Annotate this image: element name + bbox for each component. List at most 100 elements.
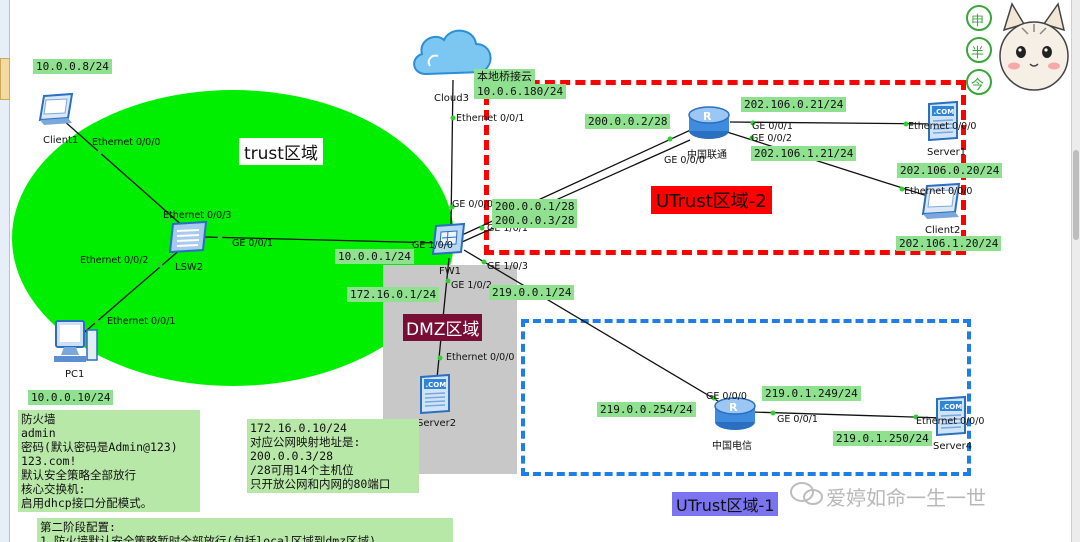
vertical-scrollbar[interactable] xyxy=(1071,0,1080,542)
server-badge-text: .COM xyxy=(934,108,955,116)
client2-device[interactable] xyxy=(919,182,963,224)
note-line: 只开放公网和内网的80端口 xyxy=(250,477,391,491)
ip-fw-cu1: 200.0.0.1/28 xyxy=(492,199,578,214)
pc1-device[interactable] xyxy=(50,318,100,370)
window-edge-tab[interactable] xyxy=(0,58,10,100)
note-line: 对应公网映射地址是: xyxy=(250,435,361,449)
ip-fw-trust: 10.0.0.1/24 xyxy=(335,249,414,264)
server1-device[interactable]: .COM xyxy=(926,99,962,145)
svg-text:R: R xyxy=(729,401,738,414)
port-label-fw-ge101: GE 1/0/1 xyxy=(487,223,528,234)
port-label-cu-ge000: GE 0/0/0 xyxy=(664,155,705,166)
port-dot xyxy=(415,239,421,245)
fw1-device[interactable] xyxy=(431,222,467,262)
scrollbar-thumb[interactable] xyxy=(1073,150,1079,240)
router-ct-device[interactable]: R xyxy=(713,392,757,438)
port-dot xyxy=(94,319,100,325)
router-icon: R xyxy=(714,397,756,430)
port-label-client1-eth: Ethernet 0/0/0 xyxy=(92,137,161,148)
port-label-lsw2-e003: Ethernet 0/0/3 xyxy=(163,210,232,221)
fw1-name: FW1 xyxy=(439,266,462,277)
mascot-sticker: 申 半 今 xyxy=(962,0,1070,108)
note-line: 密码(默认密码是Admin@123) xyxy=(21,440,178,454)
port-label-ct-ge000: GE 0/0/0 xyxy=(706,391,747,402)
port-label-cu-ge001: GE 0/0/1 xyxy=(752,121,793,132)
ip-client2: 202.106.1.20/24 xyxy=(896,236,1002,251)
port-label-server4-eth: Ethernet 0/0/0 xyxy=(916,416,985,427)
link-cloud3-fw1 xyxy=(450,79,454,226)
port-label-fw-ge100: GE 1/0/0 xyxy=(412,240,453,251)
client2-name: Client2 xyxy=(925,225,961,236)
router-cu-device[interactable]: R xyxy=(687,101,731,147)
port-label-lsw2-ge001: GE 0/0/1 xyxy=(232,238,273,249)
port-dot xyxy=(749,135,755,141)
router-icon: R xyxy=(688,106,730,139)
port-dot xyxy=(899,186,905,192)
mascot-char-1: 申 xyxy=(971,14,985,29)
port-dot xyxy=(165,217,171,223)
port-dot xyxy=(217,235,223,241)
server-icon: .COM xyxy=(936,395,966,437)
window-edge-strip xyxy=(0,0,10,542)
client1-name: Client1 xyxy=(43,135,79,146)
port-label-cloud-eth: Ethernet 0/0/1 xyxy=(456,113,525,124)
port-label-server2-eth: Ethernet 0/0/0 xyxy=(446,352,515,363)
note-line: 1.防火墙默认安全策略暂时全部放行(包括local区域到dmz区域) xyxy=(40,534,377,542)
ip-cloud: 10.0.6.180/24 xyxy=(474,84,567,99)
port-dot xyxy=(770,410,776,416)
ip-server4: 219.0.1.250/24 xyxy=(833,431,932,446)
cloud-icon xyxy=(413,29,492,76)
client-terminal-icon xyxy=(921,182,961,219)
client1-device[interactable] xyxy=(38,92,76,130)
wechat-logo-icon xyxy=(790,482,824,506)
stage2-note: 第二阶段配置:1.防火墙默认安全策略暂时全部放行(包括local区域到dmz区域… xyxy=(37,518,453,542)
lsw2-device[interactable] xyxy=(168,220,208,260)
server-badge-text: .COM xyxy=(426,381,447,389)
server4-device[interactable]: .COM xyxy=(934,394,970,440)
port-dot xyxy=(97,149,103,155)
port-dot xyxy=(711,395,717,401)
untrust1-zone-title: UTrust区域-1 xyxy=(672,492,779,516)
port-label-client2-eth: Ethernet 0/0/0 xyxy=(904,186,973,197)
server-icon: .COM xyxy=(928,100,958,142)
cloud3-device[interactable] xyxy=(408,22,498,86)
ip-cu-s1: 202.106.0.21/24 xyxy=(741,97,847,112)
port-dot xyxy=(437,355,443,361)
port-dot xyxy=(913,414,919,420)
port-label-cu-ge002: GE 0/0/2 xyxy=(751,133,792,144)
ip-pc1: 10.0.0.10/24 xyxy=(28,390,114,405)
ip-cu-c2: 202.106.1.21/24 xyxy=(751,146,857,161)
port-dot xyxy=(445,278,451,284)
port-label-lsw2-e002: Ethernet 0/0/2 xyxy=(80,255,149,266)
untrust2-zone-title: UTrust区域-2 xyxy=(651,186,772,214)
untrust1-zone-border xyxy=(521,319,971,476)
trust-zone-title: trust区域 xyxy=(239,138,323,165)
port-label-fw-ge102: GE 1/0/2 xyxy=(451,280,492,291)
link-client1-lsw2 xyxy=(62,119,186,229)
server-icon: .COM xyxy=(420,373,450,415)
ip-fw-dmz: 172.16.0.1/24 xyxy=(347,287,440,302)
ip-fw-ct: 219.0.0.1/24 xyxy=(489,285,575,300)
server4-name: Server4 xyxy=(933,441,973,452)
firewall-icon xyxy=(431,222,466,256)
server2-device[interactable]: .COM xyxy=(418,372,454,418)
link-lsw2-fw1 xyxy=(204,236,441,244)
port-label-ct-ge001: GE 0/0/1 xyxy=(777,414,818,425)
link-cu-client2 xyxy=(726,131,941,201)
client-terminal-icon xyxy=(38,92,74,125)
cloud3-name: Cloud3 xyxy=(434,93,469,104)
ip-fw-cu3: 200.0.0.3/28 xyxy=(492,213,578,228)
note-line: admin xyxy=(21,426,56,440)
lsw2-name: LSW2 xyxy=(175,262,204,273)
watermark-text: 爱婷如命一生一世 xyxy=(826,486,986,510)
note-line: 启用dhcp接口分配模式。 xyxy=(21,496,153,510)
note-line: 核心交换机: xyxy=(21,482,86,496)
note-line: 200.0.0.3/28 xyxy=(250,449,334,463)
note-line: 第二阶段配置: xyxy=(40,520,116,534)
note-line: 默认安全策略全部放行 xyxy=(21,468,136,482)
port-dot xyxy=(750,120,756,126)
